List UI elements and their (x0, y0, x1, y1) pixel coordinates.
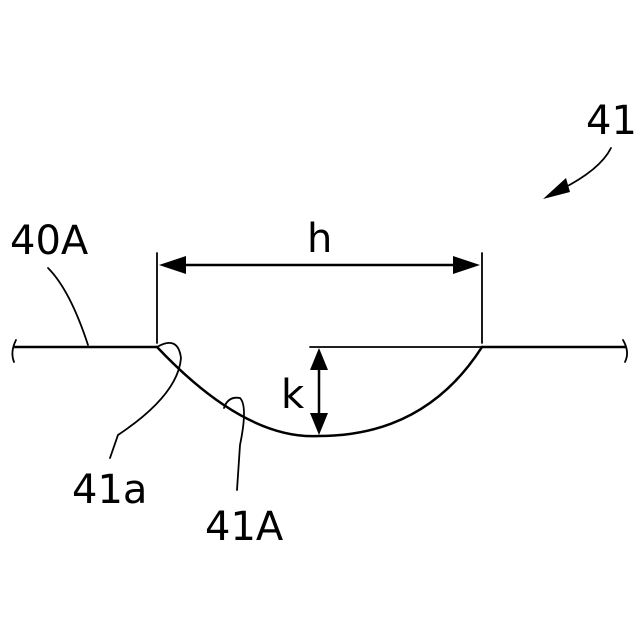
label-41: 41 (586, 98, 637, 144)
arrowhead-k-top (310, 348, 328, 370)
arrowhead-h-left (159, 256, 186, 274)
arrowhead-41 (543, 178, 570, 199)
leader-41 (560, 148, 611, 190)
label-41A: 41A (205, 504, 284, 550)
break-mark-left (12, 340, 16, 362)
arrowhead-h-right (453, 256, 480, 274)
label-k: k (281, 372, 305, 418)
leader-40A (48, 268, 88, 345)
label-40A: 40A (10, 218, 89, 264)
arrowhead-k-bottom (310, 413, 328, 435)
label-h: h (307, 216, 332, 262)
label-41a: 41a (72, 467, 147, 513)
break-mark-right (623, 340, 627, 362)
